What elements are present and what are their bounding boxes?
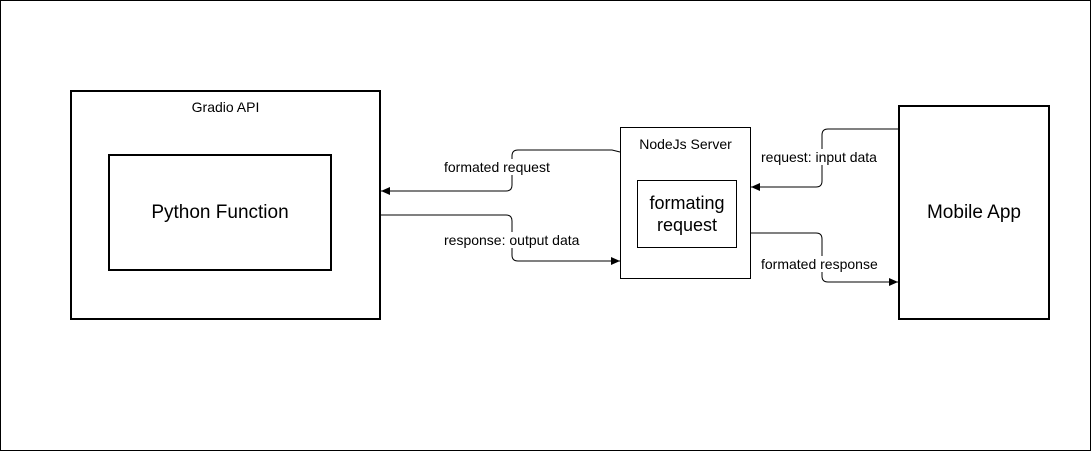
python-function-label: Python Function — [151, 201, 289, 223]
edge-label-response-output: response: output data — [444, 232, 580, 248]
formating-request-label: formating request — [638, 181, 736, 247]
formating-request-line1: formating — [649, 193, 725, 213]
python-function-box: Python Function — [108, 154, 332, 271]
edge-label-formated-response: formated response — [761, 256, 878, 272]
edge-formated-request — [381, 149, 621, 195]
formating-request-box: formating request — [637, 180, 737, 248]
formating-request-line2: request — [656, 215, 718, 235]
edge-label-request-input: request: input data — [761, 149, 877, 165]
edge-label-formated-request: formated request — [444, 159, 550, 175]
gradio-api-title: Gradio API — [191, 99, 260, 115]
nodejs-server-title: NodeJs Server — [639, 136, 732, 152]
mobile-app-box: Mobile App — [898, 105, 1050, 320]
mobile-app-label: Mobile App — [926, 201, 1021, 223]
